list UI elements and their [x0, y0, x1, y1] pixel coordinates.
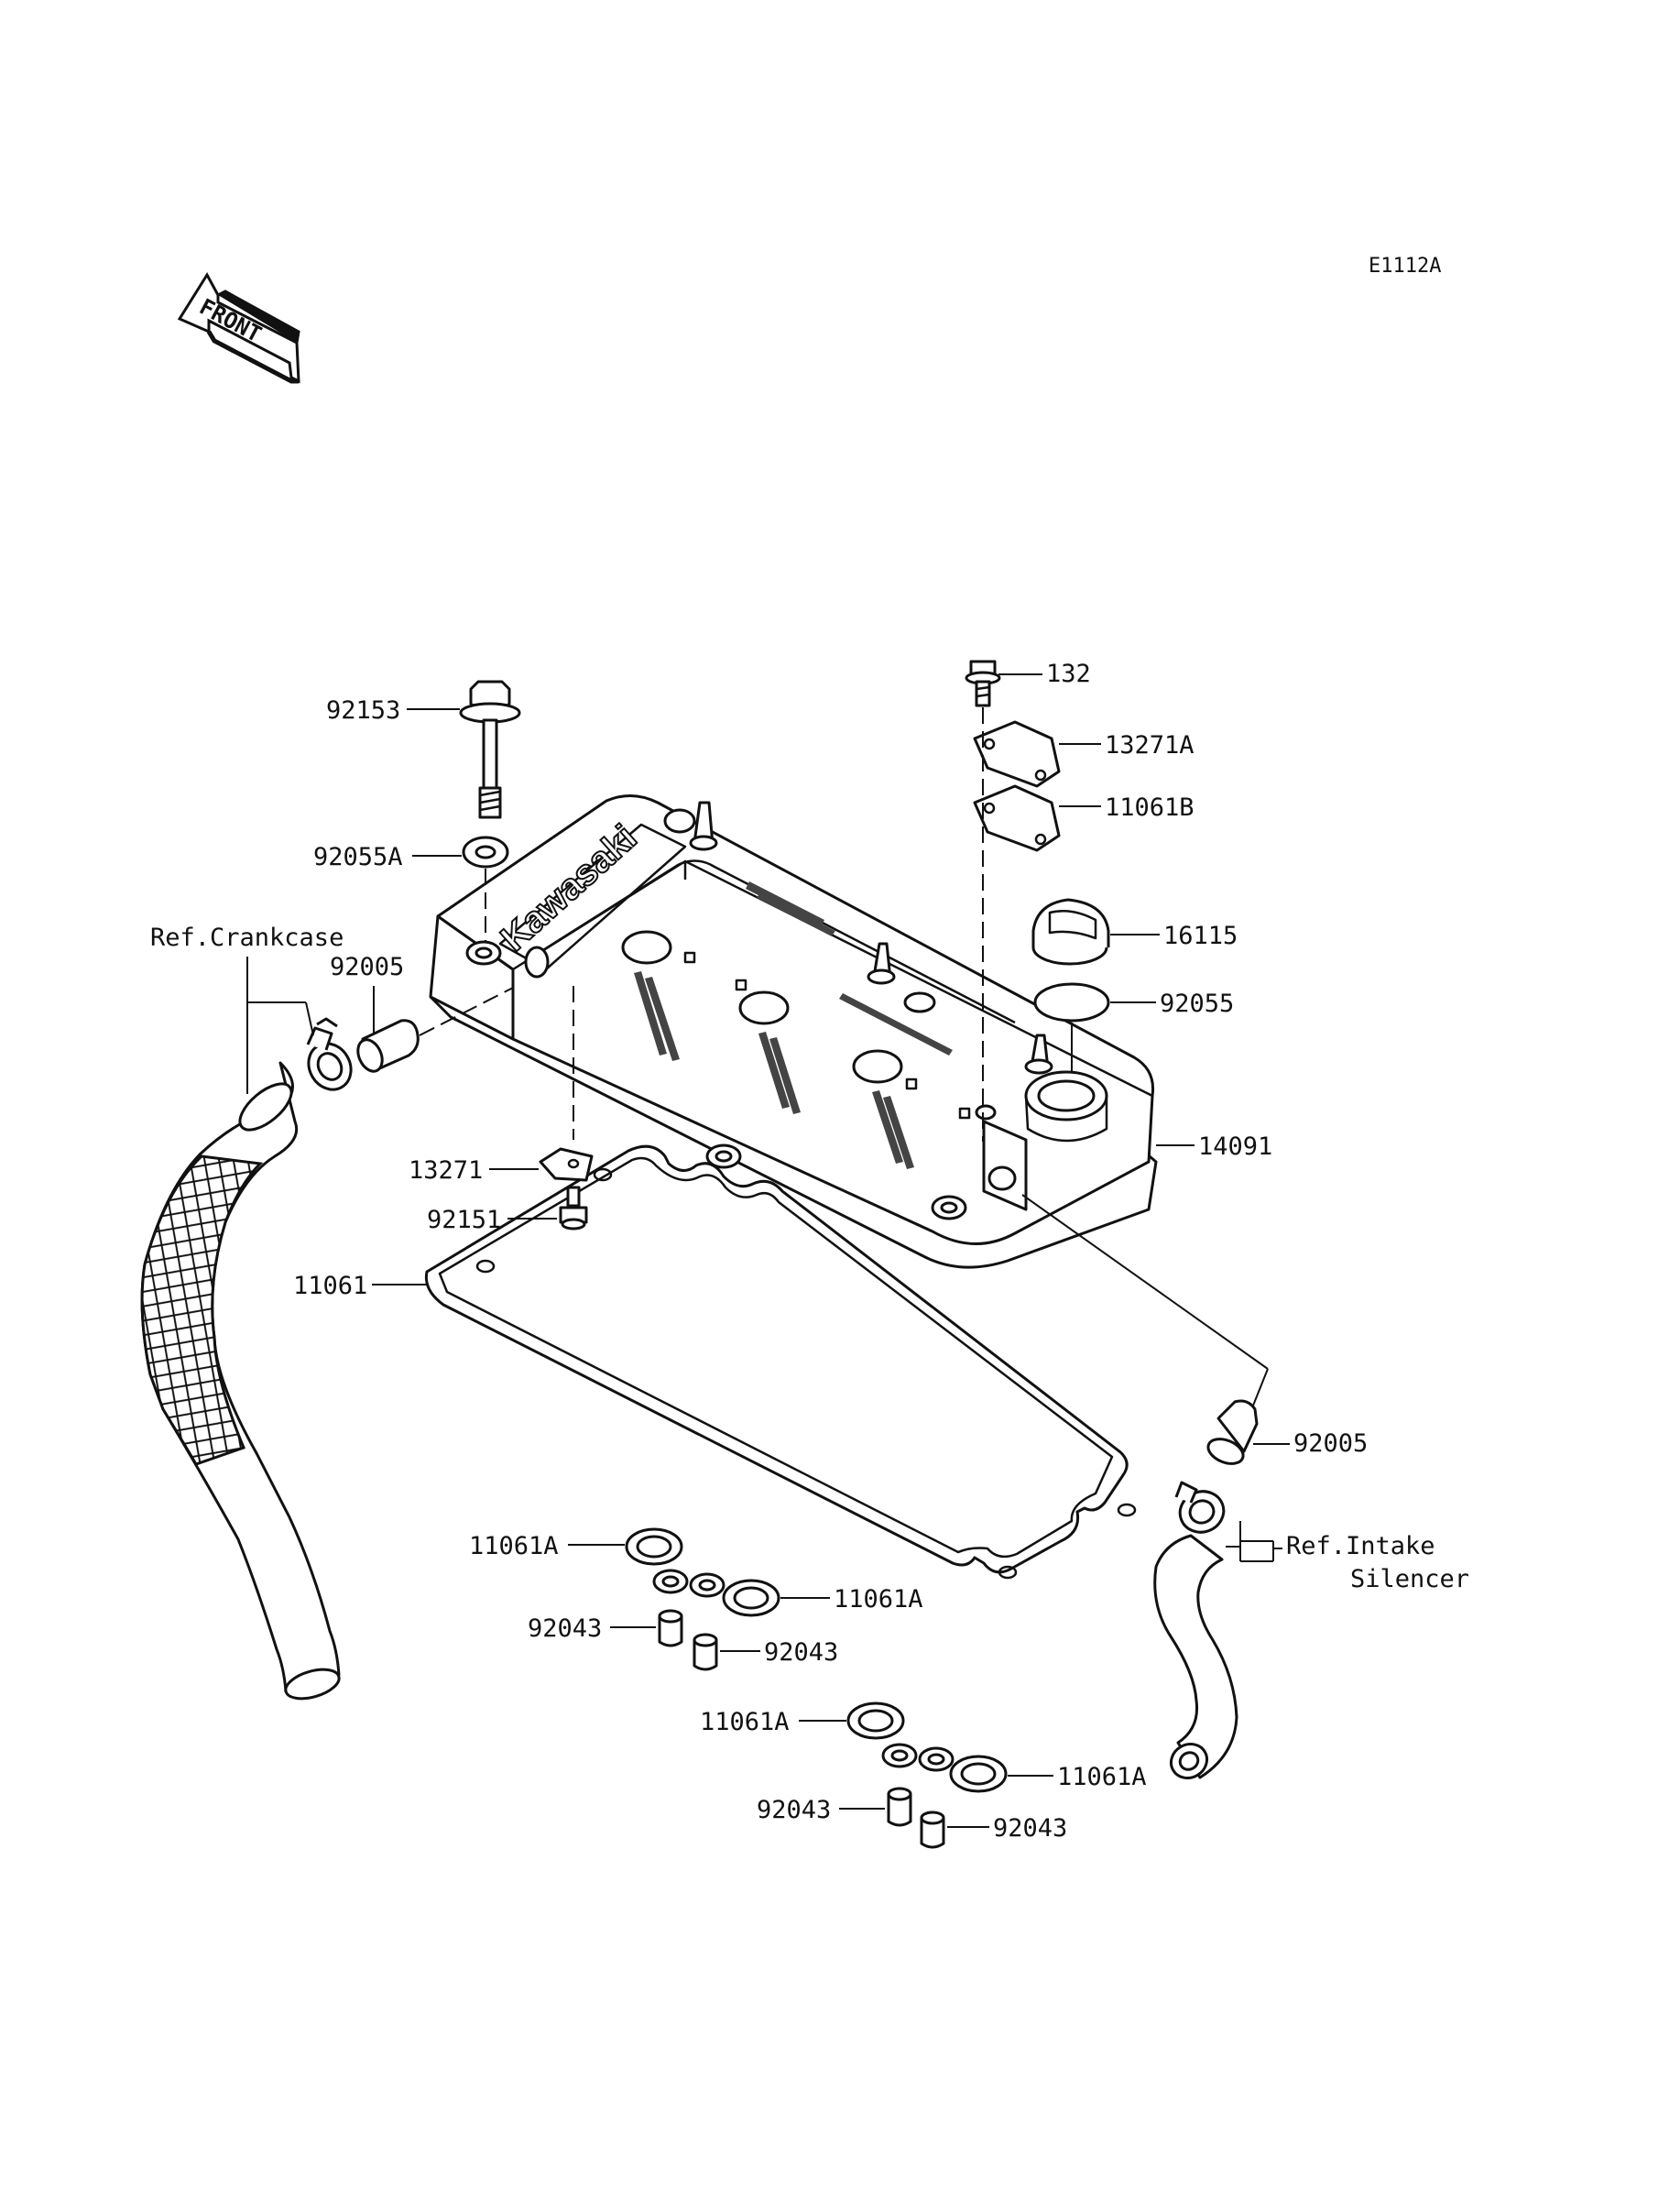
label-92153: 92153	[326, 696, 400, 725]
washer-92055A	[462, 836, 509, 869]
o-ring-92055	[1033, 982, 1110, 1023]
hose-clamp-right	[1174, 1481, 1226, 1534]
seal-group-upper	[625, 1527, 780, 1671]
label-16115: 16115	[1163, 922, 1238, 950]
label-132: 132	[1046, 660, 1091, 688]
label-11061: 11061	[293, 1272, 367, 1300]
diagram-code: E1112A	[1369, 255, 1441, 278]
label-92043-1: 92043	[528, 1614, 602, 1643]
label-11061A-1: 11061A	[469, 1532, 559, 1560]
front-arrow-icon: FRONT	[177, 272, 300, 384]
label-92043-3: 92043	[757, 1796, 831, 1824]
plate-13271	[539, 1147, 594, 1182]
gasket-11061B	[973, 784, 1061, 852]
label-92005-left: 92005	[330, 953, 404, 981]
label-92151: 92151	[427, 1206, 501, 1234]
valve-cover-14091: Kawasaki	[429, 794, 1158, 1269]
label-11061A-2: 11061A	[834, 1585, 923, 1614]
breather-hose-right	[1153, 1534, 1238, 1780]
fitting-92005-left	[356, 1019, 420, 1073]
label-92043-2: 92043	[764, 1638, 838, 1667]
breather-hose-left	[140, 1061, 341, 1701]
label-92055A: 92055A	[313, 843, 403, 871]
label-13271A: 13271A	[1105, 731, 1195, 760]
oil-filler-cap-16115	[1031, 898, 1110, 966]
label-11061A-4: 11061A	[1057, 1763, 1147, 1791]
label-92043-4: 92043	[993, 1814, 1067, 1843]
bolt-92153	[459, 680, 521, 819]
plate-13271A	[973, 720, 1061, 788]
label-11061A-3: 11061A	[700, 1708, 790, 1736]
label-11061B: 11061B	[1105, 793, 1195, 822]
hose-clamp-left	[306, 1017, 353, 1091]
bolt-132	[965, 660, 1001, 707]
label-92055: 92055	[1160, 990, 1234, 1018]
ref-intake-line2: Silencer	[1350, 1565, 1469, 1593]
ref-crankcase: Ref.Crankcase	[150, 924, 344, 952]
screw-92151	[559, 1186, 588, 1231]
label-13271: 13271	[409, 1156, 483, 1185]
label-92005-right: 92005	[1293, 1429, 1368, 1458]
gasket-11061	[424, 1144, 1137, 1580]
seal-group-lower	[846, 1701, 1008, 1849]
fitting-92005-right	[1206, 1399, 1259, 1465]
ref-intake-line1: Ref.Intake	[1286, 1532, 1435, 1560]
label-14091: 14091	[1198, 1132, 1272, 1161]
